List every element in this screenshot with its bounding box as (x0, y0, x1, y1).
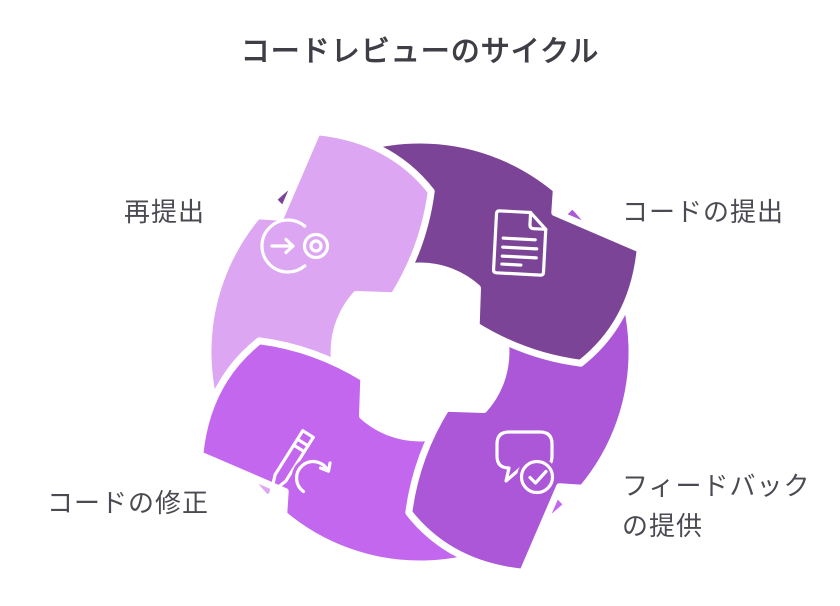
step-label-resubmit: 再提出 (123, 197, 205, 227)
chat-check-icon (495, 430, 557, 497)
arrow-target-icon (260, 218, 332, 274)
diagram-title: コードレビューのサイクル (240, 36, 600, 68)
document-icon (491, 209, 548, 277)
step-label-submit: コードの提出 (622, 197, 785, 227)
step-label-revise: コードの修正 (47, 488, 210, 518)
pencil-refresh-icon (269, 429, 333, 497)
step-label-feedback: フィードバック の提供 (622, 471, 811, 541)
